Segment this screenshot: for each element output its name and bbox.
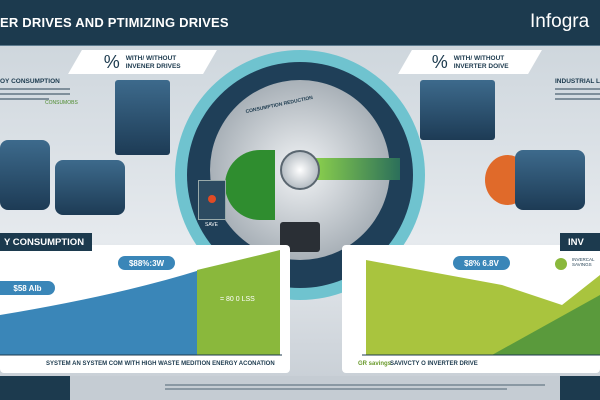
savings-area: [492, 295, 600, 355]
red-indicator-icon: [208, 195, 216, 203]
savings-annotation: = 80 0 LSS: [220, 296, 255, 303]
value-pill: $58 Alb: [0, 281, 55, 295]
consumption-chart: [0, 250, 282, 356]
inverter-drive-image: [115, 80, 170, 155]
footer-text: [165, 382, 545, 392]
legend-text: INVERCAL SAVINGS: [572, 257, 595, 267]
inverter-chart: [362, 260, 600, 356]
page-title: ER DRIVES AND PTIMIZING DRIVES: [0, 15, 229, 30]
brand-title: Infogra: [530, 11, 590, 32]
left-info-block: OY CONSUMPTION: [0, 78, 70, 100]
disk-hub: [280, 150, 320, 190]
with-drive-area: [197, 250, 280, 355]
right-chart-caption: SAVIVCTY O INVERTER DRIVE: [390, 361, 478, 367]
percent-icon: %: [431, 51, 448, 72]
section-heading: INDUSTRIAL LES: [555, 78, 600, 85]
electric-motor-image: [0, 140, 50, 210]
banner-line: INVENER DRIVES: [126, 62, 181, 69]
right-info-block: INDUSTRIAL LES: [555, 78, 600, 100]
banner-line: WITH/ WITHOUT: [453, 54, 505, 61]
footer-corner: [0, 376, 70, 400]
percent-icon: %: [104, 51, 121, 72]
footer-corner: [560, 376, 600, 400]
without-drive-area: [0, 270, 200, 355]
banner-line: WITH/ WITHOUT: [126, 54, 177, 61]
value-pill: $88%:3W: [118, 256, 175, 270]
drive-shaft-image: [300, 158, 400, 180]
header-bar: [0, 0, 600, 46]
lightbulb-icon: [555, 258, 567, 270]
electric-motor-image: [55, 160, 125, 215]
left-chart-caption: SYSTEM AN SYSTEM COM WITH HIGH WASTE MED…: [46, 361, 275, 367]
banner-line: INVERTER DOIVE: [453, 62, 509, 69]
consumption-tag: CONSUMOBS: [45, 100, 78, 106]
inverter-cabinet-image: [420, 80, 495, 140]
footer: [0, 376, 600, 400]
control-panel: [198, 180, 226, 220]
right-section-banner: INV: [560, 233, 600, 251]
value-pill: $8% 6.8V: [453, 256, 510, 270]
legend-tag: GR savings: [358, 361, 392, 367]
panel-label: SAVE: [205, 222, 218, 228]
circuit-board-image: [225, 150, 275, 220]
section-heading: OY CONSUMPTION: [0, 78, 60, 85]
electric-motor-image: [515, 150, 585, 210]
left-section-banner: Y CONSUMPTION: [0, 233, 92, 251]
